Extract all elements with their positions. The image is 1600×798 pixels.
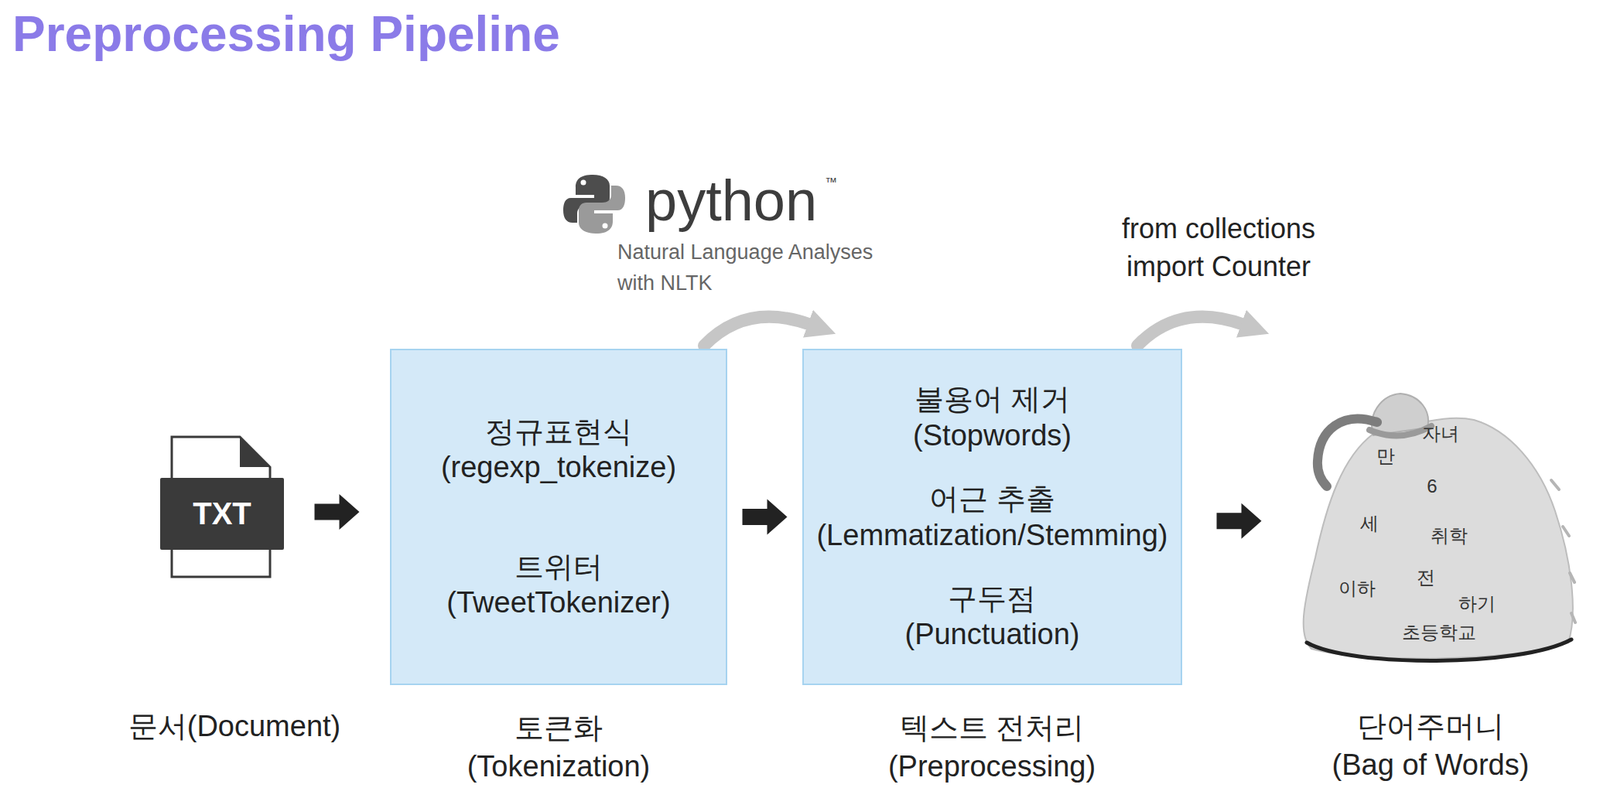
text-line: 트위터 bbox=[446, 549, 671, 585]
document-icon: TXT문서(Document) bbox=[160, 435, 284, 579]
bag-word: 하기 bbox=[1458, 593, 1496, 616]
curved-arrow bbox=[704, 317, 811, 346]
text-line: (TweetTokenizer) bbox=[446, 584, 671, 621]
bag-word: 이하 bbox=[1338, 577, 1376, 601]
bag-word: 세 bbox=[1360, 512, 1379, 536]
bag-word: 6 bbox=[1426, 475, 1437, 499]
text-line: 정규표현식 bbox=[441, 413, 677, 450]
block-arrow bbox=[314, 494, 360, 530]
method-text: 트위터 (TweetTokenizer) bbox=[446, 549, 671, 622]
bag-bottom-shadow bbox=[1306, 639, 1572, 662]
text-line: 단어주머니 bbox=[1268, 707, 1594, 746]
bag-rope bbox=[1317, 419, 1378, 487]
page-fold bbox=[239, 437, 271, 468]
bag-word: 전 bbox=[1416, 567, 1436, 590]
python-logo bbox=[563, 174, 626, 234]
text-line: (regexp_tokenize) bbox=[441, 449, 677, 486]
bag-word: 취학 bbox=[1430, 525, 1468, 548]
curved-arrow bbox=[1137, 317, 1245, 346]
bag-stitch bbox=[1551, 480, 1559, 490]
block-arrow bbox=[742, 499, 788, 536]
text-line: 불용어 제거 bbox=[912, 381, 1072, 418]
text-line: (Stopwords) bbox=[912, 417, 1072, 454]
text-line: 토큰화 bbox=[380, 708, 737, 748]
bag-stitch bbox=[1569, 573, 1575, 583]
process-box: 정규표현식 (regexp_tokenize) 트위터 (TweetTokeniz… bbox=[389, 348, 728, 686]
text-line: 문서(Document) bbox=[71, 707, 397, 746]
method-text: 구두점 (Punctuation) bbox=[904, 581, 1080, 653]
bag-stitch bbox=[1562, 526, 1570, 537]
method-text: 어근 추출 (Lemmatization/Stemming) bbox=[816, 481, 1168, 554]
logo-subtitle: Natural Language Analyses with NLTK bbox=[617, 237, 912, 300]
file-type-text: TXT bbox=[160, 478, 284, 551]
text-line: (Preprocessing) bbox=[798, 747, 1186, 787]
text-line: 구두점 bbox=[904, 581, 1080, 617]
bag-of-words: 자녀만6세취학이하전하기초등학교단어주머니 (Bag of Words) bbox=[1295, 387, 1577, 664]
text-line: (Lemmatization/Stemming) bbox=[816, 517, 1168, 554]
bag-word: 초등학교 bbox=[1401, 622, 1477, 645]
bag-word: 만 bbox=[1376, 445, 1395, 469]
block-arrow bbox=[1217, 503, 1262, 540]
diagram-title: Preprocessing Pipeline bbox=[12, 9, 561, 59]
logo-wordmark: python bbox=[645, 172, 878, 230]
text-line: 텍스트 전처리 bbox=[798, 708, 1186, 748]
bag-body bbox=[1303, 418, 1573, 660]
python-snake-bottom bbox=[578, 185, 626, 234]
python-snake-eye bbox=[581, 180, 587, 186]
bag-stitch bbox=[1571, 613, 1576, 623]
method-text: 정규표현식 (regexp_tokenize) bbox=[441, 413, 677, 486]
trademark-sign: ™ bbox=[824, 176, 848, 189]
bag-word: 자녀 bbox=[1422, 423, 1460, 446]
text-line: 어근 추출 bbox=[816, 481, 1168, 517]
label-band bbox=[160, 478, 284, 551]
code-note: from collections import Counter bbox=[1102, 210, 1335, 287]
text-line: (Bag of Words) bbox=[1268, 745, 1594, 785]
python-snake-eye bbox=[602, 223, 609, 230]
text-line: (Punctuation) bbox=[904, 616, 1080, 653]
method-text: 불용어 제거 (Stopwords) bbox=[912, 381, 1072, 454]
process-box: 불용어 제거 (Stopwords) 어근 추출 (Lemmatization/S… bbox=[802, 348, 1183, 686]
box-content: 정규표현식 (regexp_tokenize) 트위터 (TweetTokeniz… bbox=[391, 350, 726, 684]
stage-caption: 텍스트 전처리 (Preprocessing) bbox=[798, 708, 1186, 787]
stage-caption: 단어주머니 (Bag of Words) bbox=[1268, 707, 1594, 785]
box-content: 불용어 제거 (Stopwords) 어근 추출 (Lemmatization/S… bbox=[803, 350, 1181, 684]
stage-caption: 문서(Document) bbox=[71, 707, 397, 746]
stage-caption: 토큰화 (Tokenization) bbox=[380, 708, 737, 787]
text-line: (Tokenization) bbox=[380, 747, 737, 787]
